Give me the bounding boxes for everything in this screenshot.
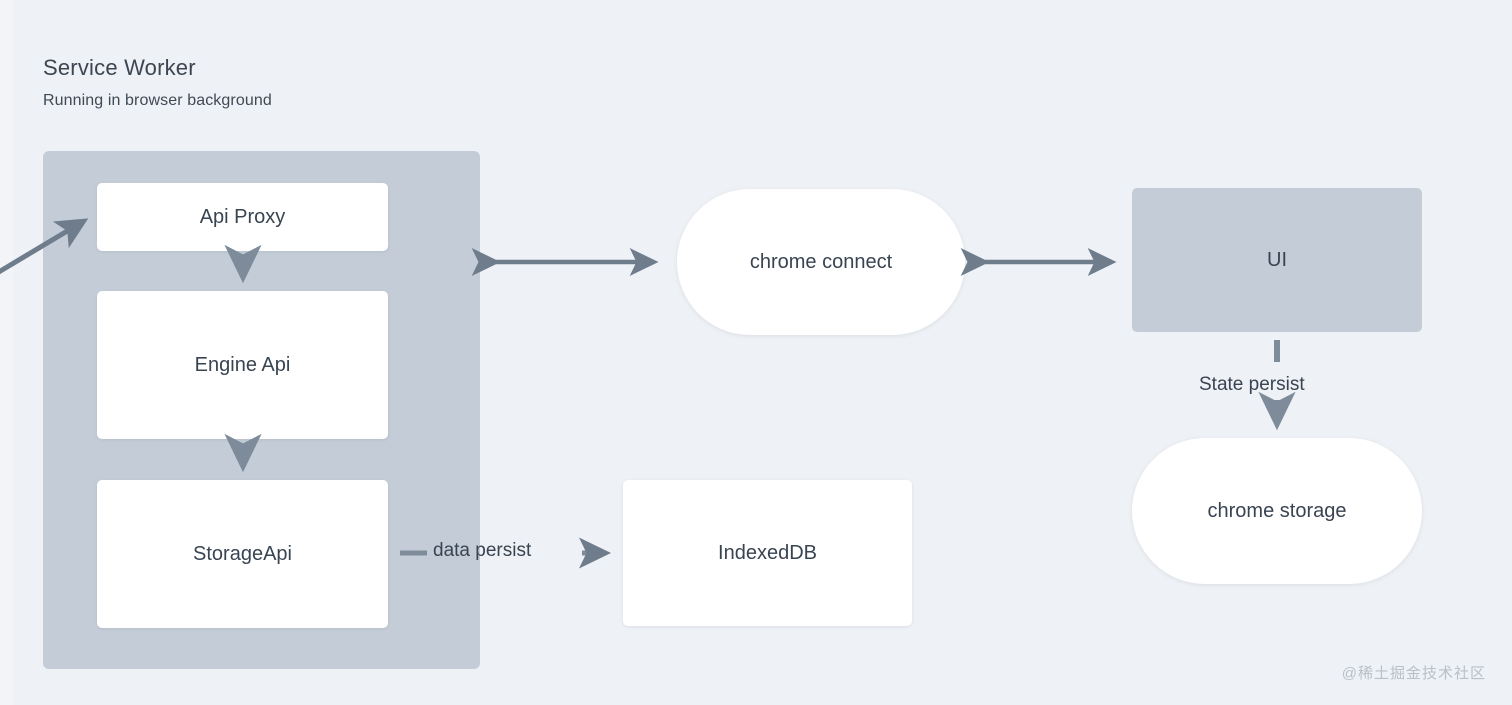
node-api-proxy-label: Api Proxy xyxy=(199,205,286,228)
node-engine-api[interactable]: Engine Api xyxy=(97,291,388,439)
node-chrome-connect[interactable]: chrome connect xyxy=(677,189,965,335)
node-chrome-storage-label: chrome storage xyxy=(1207,499,1347,522)
node-chrome-connect-label: chrome connect xyxy=(749,250,893,273)
node-ui-label: UI xyxy=(1267,248,1287,271)
edge-label-data-persist: data persist xyxy=(433,540,532,561)
node-engine-api-label: Engine Api xyxy=(194,353,291,376)
left-edge-band xyxy=(0,0,13,705)
watermark: @稀土掘金技术社区 xyxy=(1341,665,1486,682)
node-api-proxy[interactable]: Api Proxy xyxy=(97,183,388,251)
node-storage-api[interactable]: StorageApi xyxy=(97,480,388,628)
node-storage-api-label: StorageApi xyxy=(193,542,292,565)
page-subtitle: Running in browser background xyxy=(43,92,272,109)
page-title: Service Worker xyxy=(43,55,196,80)
node-ui[interactable]: UI xyxy=(1132,188,1422,332)
node-indexeddb[interactable]: IndexedDB xyxy=(623,480,912,626)
edge-label-state-persist: State persist xyxy=(1199,374,1305,395)
node-indexeddb-label: IndexedDB xyxy=(718,541,817,564)
node-chrome-storage[interactable]: chrome storage xyxy=(1132,438,1422,584)
